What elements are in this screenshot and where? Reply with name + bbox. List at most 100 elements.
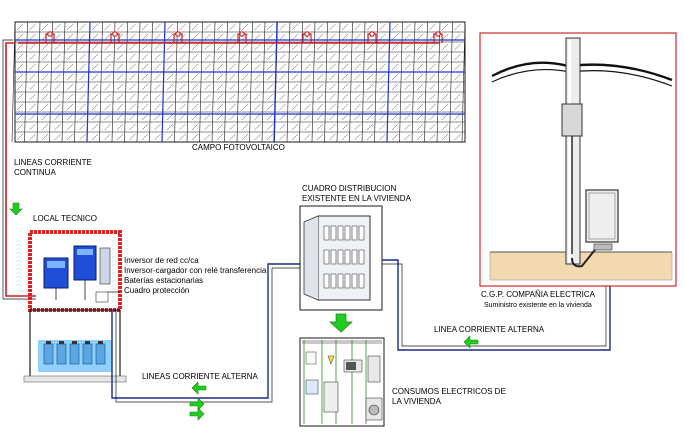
pv-cell-hatch	[229, 83, 236, 91]
pv-cell-hatch	[179, 103, 186, 111]
pv-cell-hatch	[166, 23, 174, 31]
pv-cell-hatch	[441, 123, 449, 131]
pv-cell-hatch	[216, 33, 224, 41]
pv-cell-hatch	[79, 23, 86, 31]
pv-cell-hatch	[391, 43, 399, 51]
label-local-tecnico: LOCAL TECNICO	[33, 214, 98, 223]
pv-cell-hatch	[66, 63, 74, 71]
pv-cell-hatch	[216, 93, 224, 101]
pv-cell-hatch	[79, 73, 86, 81]
breaker	[351, 225, 358, 241]
pv-cell-hatch	[366, 73, 374, 81]
pv-cell-hatch	[241, 23, 249, 31]
pv-cell-hatch	[391, 63, 399, 71]
pv-cell-hatch	[29, 43, 36, 51]
label-lineas-cc-1: LINEAS CORRIENTE	[14, 158, 92, 167]
pv-frame-lines	[15, 21, 465, 143]
pv-cell-hatch	[166, 103, 174, 111]
pv-cell-hatch	[341, 113, 349, 121]
pv-cell-hatch	[41, 103, 49, 111]
pv-cell-hatch	[129, 23, 136, 31]
pv-cell-hatch	[79, 43, 86, 51]
pv-cell-hatch	[429, 113, 436, 121]
pv-cell-hatch	[266, 123, 274, 131]
pv-cell-hatch	[316, 63, 324, 71]
pv-cell-hatch	[104, 113, 111, 121]
pv-cell-hatch	[404, 23, 411, 31]
pv-cell-hatch	[91, 63, 99, 71]
pv-cell-hatch	[79, 33, 86, 41]
pv-cell-hatch	[191, 53, 199, 61]
pv-cell-hatch	[341, 43, 349, 51]
pv-cell-hatch	[379, 93, 386, 101]
pv-cell-hatch	[204, 113, 211, 121]
pv-cell-hatch	[316, 83, 324, 91]
pv-cell-hatch	[129, 53, 136, 61]
pv-cell-hatch	[41, 93, 49, 101]
battery-terminal	[72, 341, 77, 344]
pv-cell-hatch	[116, 83, 124, 91]
pv-cell-hatch	[66, 43, 74, 51]
pv-cell-hatch	[104, 33, 111, 41]
pv-cell-hatch	[454, 83, 461, 91]
pv-cell-hatch	[279, 123, 286, 131]
pv-cell-hatch	[429, 83, 436, 91]
pv-cell-hatch	[91, 23, 99, 31]
pv-cell-hatch	[254, 83, 261, 91]
pv-cell-hatch	[16, 63, 24, 71]
pv-cell-hatch	[241, 113, 249, 121]
dc-flow-arrow	[9, 202, 23, 216]
pv-cell-hatch	[166, 113, 174, 121]
pv-cell-hatch	[191, 33, 199, 41]
label-consumos-2: LA VIVIENDA	[392, 397, 441, 406]
battery-cell	[95, 343, 106, 365]
pv-cell-hatch	[441, 103, 449, 111]
pv-cell-hatch	[266, 63, 274, 71]
pv-cell-hatch	[429, 43, 436, 51]
pv-cell-hatch	[241, 83, 249, 91]
pv-cell-hatch	[204, 103, 211, 111]
breaker	[337, 225, 344, 241]
pv-cell-hatch	[454, 123, 461, 131]
pv-cell-hatch	[216, 73, 224, 81]
pv-cell-hatch	[216, 83, 224, 91]
pv-cell-hatch	[229, 63, 236, 71]
pv-cell-hatch	[241, 103, 249, 111]
ac-bottom-line	[111, 263, 300, 399]
pv-cell-hatch	[254, 113, 261, 121]
battery-terminal	[98, 341, 103, 344]
pv-cell-hatch	[66, 93, 74, 101]
pv-cell-hatch	[241, 73, 249, 81]
pv-cell-hatch	[79, 93, 86, 101]
pv-cell-hatch	[154, 113, 161, 121]
pv-cell-hatch	[304, 103, 311, 111]
pv-cell-hatch	[441, 113, 449, 121]
pv-cell-hatch	[291, 103, 299, 111]
ac-bottom-return	[115, 267, 300, 403]
label-equipo-3: Cuadro protección	[124, 286, 190, 295]
pv-cell-hatch	[354, 63, 361, 71]
pv-cell-hatch	[279, 93, 286, 101]
pv-cell-hatch	[416, 43, 424, 51]
breaker	[344, 225, 351, 241]
pv-cell-hatch	[341, 103, 349, 111]
pv-cell-hatch	[129, 83, 136, 91]
pv-cell-hatch	[279, 23, 286, 31]
pv-cell-hatch	[404, 133, 411, 141]
breaker	[351, 249, 358, 265]
pv-cell-hatch	[41, 73, 49, 81]
pv-cell-hatch	[141, 83, 149, 91]
pv-cell-hatch	[404, 43, 411, 51]
utility-pole-frame	[479, 32, 677, 287]
pv-cell-hatch	[241, 63, 249, 71]
pv-cell-hatch	[329, 133, 336, 141]
cgp-base	[593, 243, 613, 251]
battery-cells	[43, 341, 106, 365]
pv-cell-hatch	[166, 133, 174, 141]
label-consumos-1: CONSUMOS ELECTRICOS DE	[392, 387, 506, 396]
pv-cell-hatch	[191, 93, 199, 101]
pv-cell-hatch	[104, 73, 111, 81]
pv-cell-hatch	[29, 113, 36, 121]
breaker	[330, 225, 337, 241]
pv-cell-hatch	[91, 93, 99, 101]
